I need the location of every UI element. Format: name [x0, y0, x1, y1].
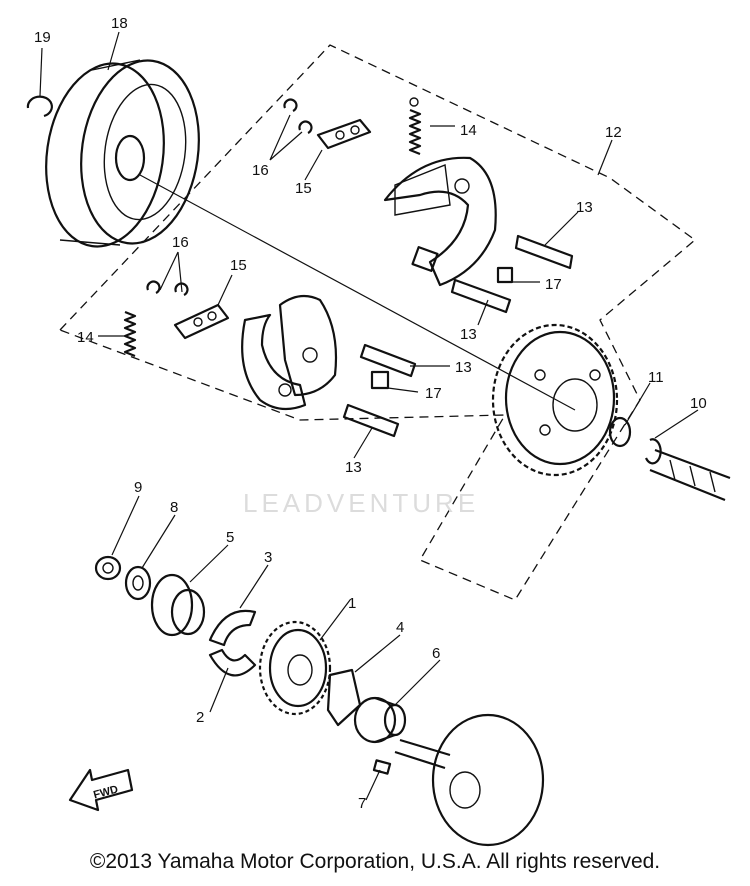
label-9: 9: [134, 479, 142, 496]
label-17b: 17: [425, 385, 442, 402]
label-4: 4: [396, 619, 404, 636]
clutch-shoe-lower: [241, 294, 338, 411]
watermark-text: LEADVENTURE: [243, 488, 479, 518]
tab-washer-4: [326, 668, 362, 727]
circlip-10: [644, 438, 662, 465]
label-7: 7: [358, 795, 366, 812]
label-14a: 14: [460, 122, 477, 139]
spring-14-lower: [123, 310, 137, 358]
forward-arrow-icon: FWD: [68, 768, 134, 812]
label-15b: 15: [230, 257, 247, 274]
spring-14-upper: [408, 97, 422, 156]
washer-11: [608, 416, 632, 448]
primary-driven-gear: [491, 323, 619, 477]
clutch-shoe-upper: [383, 156, 497, 287]
crank-web: [394, 713, 545, 847]
label-14b: 14: [77, 329, 94, 346]
label-17a: 17: [545, 276, 562, 293]
label-13b: 13: [460, 326, 477, 343]
pin-13-upper: [411, 234, 574, 314]
plate-15-upper: [283, 98, 372, 150]
pin-13-lower: [342, 343, 417, 438]
label-16b: 16: [172, 234, 189, 251]
label-8: 8: [170, 499, 178, 516]
label-1: 1: [348, 595, 356, 612]
collar-5: [150, 573, 206, 637]
label-13a: 13: [576, 199, 593, 216]
label-18: 18: [111, 15, 128, 32]
label-13c: 13: [455, 359, 472, 376]
copyright-notice: ©2013 Yamaha Motor Corporation, U.S.A. A…: [89, 850, 661, 873]
callout-labels: 19 18 16 15 14 12 13 17 13 16 15 14 13 1…: [34, 15, 707, 812]
key-7: [372, 759, 392, 775]
label-19: 19: [34, 29, 51, 46]
label-16a: 16: [252, 162, 269, 179]
washer-8: [124, 565, 152, 601]
label-12: 12: [605, 124, 622, 141]
circlip-19: [26, 95, 53, 118]
nut-9: [94, 555, 122, 581]
label-13d: 13: [345, 459, 362, 476]
half-rings-2-3: [208, 609, 257, 677]
label-15a: 15: [295, 180, 312, 197]
bushing-6: [353, 696, 407, 744]
label-11: 11: [648, 369, 664, 386]
clutch-drum: [45, 59, 200, 248]
crankshaft-end: [649, 448, 731, 502]
center-axis-line: [139, 174, 576, 411]
label-6: 6: [432, 645, 440, 662]
label-5: 5: [226, 529, 234, 546]
plate-15-lower: [146, 280, 230, 340]
leader-lines: [39, 31, 699, 801]
drive-gear-1: [258, 620, 332, 716]
fwd-label: FWD: [92, 783, 119, 801]
label-3: 3: [264, 549, 272, 566]
label-2: 2: [196, 709, 204, 726]
label-10: 10: [690, 395, 707, 412]
